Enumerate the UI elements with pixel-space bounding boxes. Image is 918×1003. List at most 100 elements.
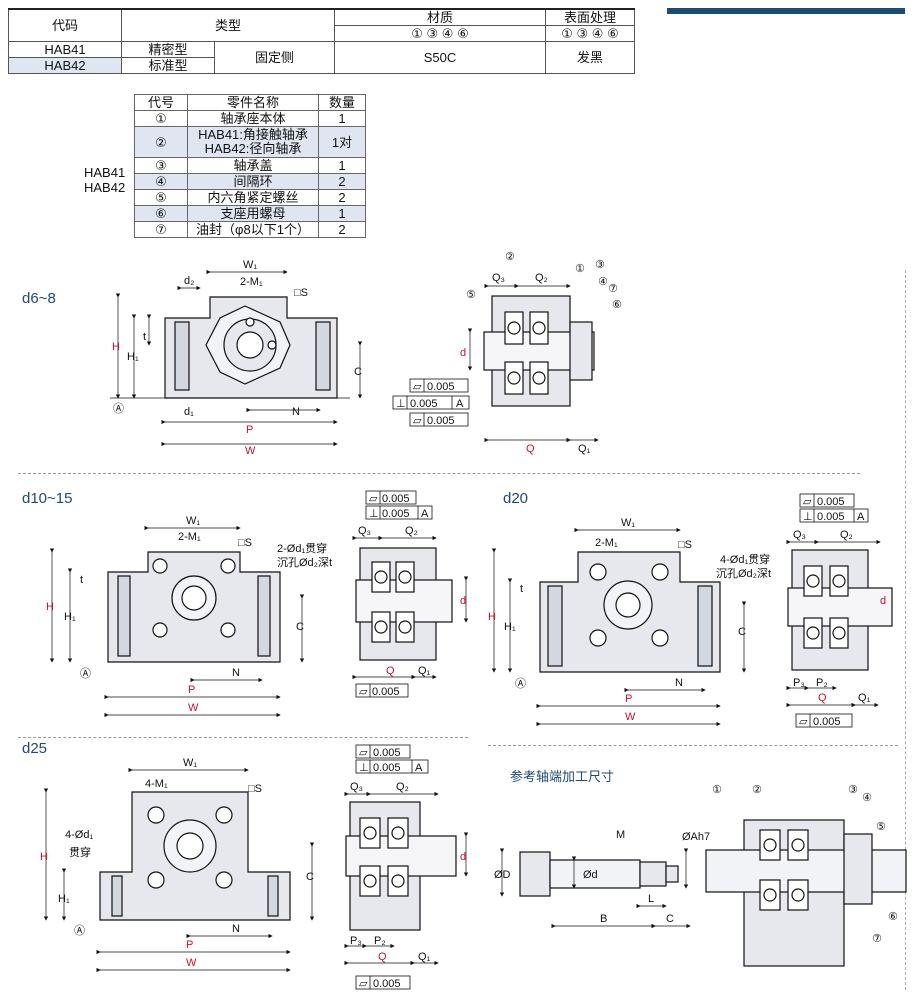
perpendicular-symbol: ⊥ [369,508,379,520]
dim-t: t [80,574,83,586]
dim-q3: Q₃ [492,272,505,284]
section-label-d10-15: d10~15 [22,490,73,507]
hole-note: 4-Ød₁ [65,829,93,841]
side-view-d25-dims [344,791,469,966]
tolerance-value: 0.005 [373,747,401,759]
dim-h1: H₁ [64,611,76,623]
dim-q2: Q₂ [405,525,418,537]
dim-4m1: 4-M₁ [145,778,168,790]
parts-no: ④ [134,173,188,190]
spec-code-cell: HAB42 [8,57,122,74]
dim-od: ØD [494,869,511,881]
spec-surface-cell: 发黑 [545,41,635,74]
callout-4: ④ [862,792,872,804]
parts-name: 间隔环 [187,173,319,190]
dim-h: H [40,851,48,863]
side-view-d25 [345,801,457,931]
tolerance-value: 0.005 [382,508,410,520]
tolerance-value: 0.005 [382,493,410,505]
tolerance-value: 0.005 [372,686,400,698]
dim-t: t [143,331,146,343]
dim-n: N [292,406,300,418]
parts-no: ⑥ [134,205,188,222]
dim-p: P [625,693,632,705]
datum-ref: A [456,398,464,410]
dim-n: N [675,677,683,689]
section-label-d25: d25 [22,740,48,757]
tolerance-frames-d6-8 [392,378,470,427]
callout-2: ② [752,784,762,796]
dim-q1: Q₁ [418,951,431,963]
dim-p3: P₃ [350,935,362,947]
parts-name: 油封（φ8以下1个） [187,221,319,238]
spec-header-code: 代码 [8,8,122,42]
tolerance-value: 0.005 [373,762,401,774]
dim-m: M [616,829,625,841]
callout-7: ⑦ [608,283,618,295]
dim-n: N [232,923,240,935]
hole-note: 2-Ød₁贯穿 [277,541,327,555]
section-label-d6-8: d6~8 [22,290,56,307]
dim-c: C [354,366,362,378]
dim-b: B [600,913,607,925]
parts-name-line: HAB42:径向轴承 [204,141,302,156]
front-view-d6-8 [164,296,338,399]
parts-side-codes: HAB41 HAB42 [84,165,125,195]
spec-header-surface: 表面处理 [545,8,635,26]
divider-line [488,745,898,746]
dim-q: Q [386,665,395,677]
tolerance-frames-d10-15 [355,490,433,698]
dim-q2: Q₂ [840,529,853,541]
spec-side-cell: 固定侧 [214,41,335,74]
tolerance-value: 0.005 [813,716,841,728]
dim-d: d [880,595,886,607]
front-view-d10-15-dims [49,525,305,718]
spec-material-sub: ① ③ ④ ⑥ [334,25,546,42]
counterbore-note: 沉孔Ød₂深t [716,567,771,580]
front-view-d20 [539,551,721,673]
datum-a: Ⓐ [515,677,526,690]
parts-qty: 2 [318,221,366,238]
divider-line [18,737,468,738]
dim-d: d [460,851,466,863]
dim-w1: W₁ [183,757,197,769]
dim-p2: P₂ [374,935,386,947]
dim-p: P [246,424,253,436]
dim-q2: Q₂ [396,781,409,793]
parts-qty: 1对 [318,126,366,158]
tolerance-value: 0.005 [427,381,455,393]
dim-h1: H₁ [127,351,139,363]
callout-1: ① [712,784,722,796]
dim-d: d [460,595,466,607]
dim-p3: P₃ [793,677,805,689]
parts-no: ② [134,126,188,158]
dim-q: Q [818,692,827,704]
dim-q2: Q₂ [535,272,548,284]
dim-q3: Q₃ [793,529,806,541]
parts-side-code: HAB42 [84,180,126,195]
dim-q1: Q₁ [578,443,591,455]
dim-p2: P₂ [816,677,828,689]
dim-c: C [306,871,314,883]
dim-s: □S [294,287,308,299]
flatness-symbol: ▱ [359,686,368,698]
dim-h: H [112,341,120,353]
dim-h: H [488,611,496,623]
flatness-symbol: ▱ [803,496,812,508]
tolerance-value: 0.005 [410,398,438,410]
parts-header-no: 代号 [134,94,188,111]
dim-l: L [648,893,654,905]
tolerance-frames-d20 [795,493,869,728]
front-view-d10-15 [107,551,281,663]
spec-subtype-cell: 标准型 [121,57,215,74]
side-view-d6-8 [483,295,595,407]
side-view-d6-8-dims [467,283,599,443]
tolerance-frames-d25 [355,744,429,990]
datum-a: Ⓐ [113,402,124,415]
dim-h: H [46,601,54,613]
side-view-d20 [787,549,893,671]
perpendicular-symbol: ⊥ [396,398,406,410]
dim-w: W [186,957,197,969]
flatness-symbol: ▱ [359,747,368,759]
